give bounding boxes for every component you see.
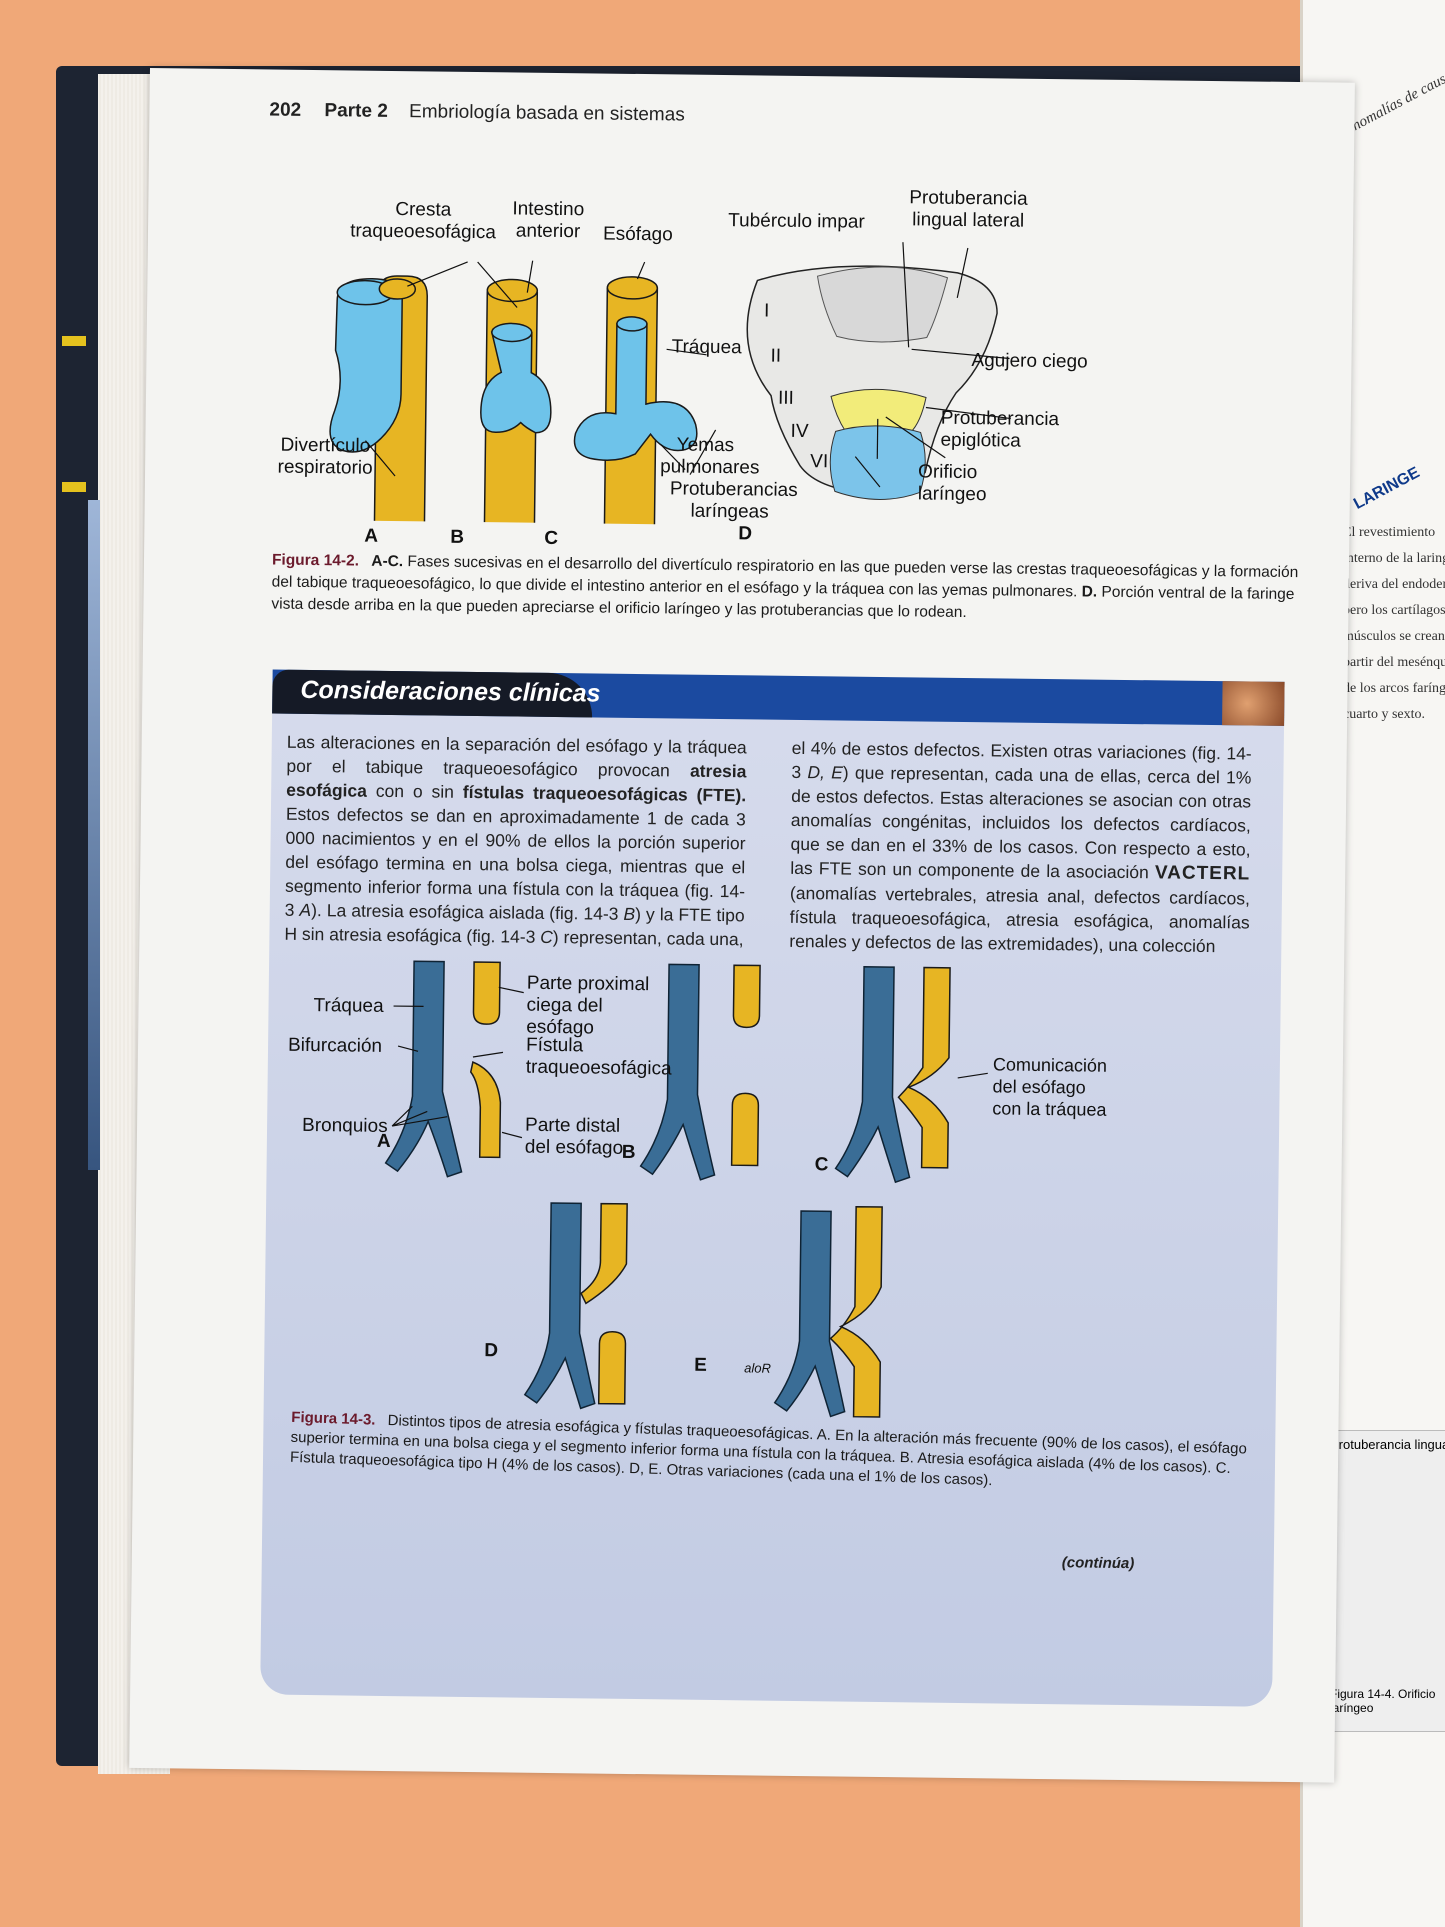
label-esofago: Esófago xyxy=(602,223,673,246)
page-number: 202 xyxy=(269,99,302,121)
facing-page-heading: LARINGE xyxy=(1350,464,1423,513)
artist-signature: aloR xyxy=(744,1360,772,1376)
label-fistula: Fístula traqueoesofágica xyxy=(525,1034,672,1080)
figure-14-2-drawing xyxy=(329,242,1011,533)
caption-label: Figura 14-2. xyxy=(271,551,360,570)
ref: D, E xyxy=(807,762,844,783)
label-cresta: Cresta traqueoesofágica xyxy=(350,199,497,244)
label-agujero: Agujero ciego xyxy=(971,350,1088,373)
panel-letter: A xyxy=(376,1130,391,1153)
ref: A xyxy=(299,899,312,921)
stage-b-drawing xyxy=(480,278,552,533)
variant-a-drawing xyxy=(384,960,502,1178)
text: (anomalías vertebrales, atresia anal, de… xyxy=(789,882,1251,957)
text: ). La atresia esofágica aislada (fig. 14… xyxy=(311,900,624,924)
label-prot-epiglotica: Protuberancia epiglótica xyxy=(940,407,1060,452)
embryo-photo xyxy=(1222,681,1285,726)
label-yemas: Yemas pulmonares xyxy=(660,434,760,479)
panel-letter: C xyxy=(814,1154,829,1176)
figure-14-2-caption: Figura 14-2. A-C. Fases sucesivas en el … xyxy=(271,550,1322,629)
continued-note: (continúa) xyxy=(1061,1554,1135,1573)
label-comunicacion: Comunicación del esófago con la tráquea xyxy=(992,1054,1108,1120)
label-traquea: Tráquea xyxy=(671,336,742,359)
label-orificio: Orificio laríngeo xyxy=(917,461,987,506)
label-tuberculo: Tubérculo impar xyxy=(728,210,865,233)
variant-d-drawing xyxy=(523,1202,628,1410)
part-label: Parte 2 xyxy=(324,100,388,122)
caption-label: Figura 14-3. xyxy=(291,1408,376,1429)
panel-letter: C xyxy=(544,527,559,550)
roman-numeral: III xyxy=(777,387,794,409)
panel-letter: E xyxy=(694,1354,708,1376)
roman-numeral: VI xyxy=(810,451,829,473)
ref: C xyxy=(540,926,554,947)
roman-numeral: I xyxy=(763,300,770,322)
label-prot-lingual: Protuberancia lingual lateral xyxy=(909,187,1028,232)
text: Las alteraciones en la separación del es… xyxy=(286,731,747,781)
cover-edge xyxy=(88,500,100,1170)
text: con o sin xyxy=(366,780,464,802)
clinical-title: Consideraciones clínicas xyxy=(300,675,601,708)
label-parte-proximal: Parte proximal ciega del esófago xyxy=(526,972,650,1039)
caption-part: D. xyxy=(1081,583,1098,601)
panel-letter: B xyxy=(621,1141,636,1164)
label-diverticulo: Divertículo respiratorio xyxy=(277,434,373,479)
stage-c-drawing xyxy=(573,276,698,533)
ref: B xyxy=(623,903,636,924)
term: VACTERL xyxy=(1154,862,1251,885)
label-bifurcacion: Bifurcación xyxy=(287,1034,383,1057)
book-page: 202 Parte 2 Embriología basada en sistem… xyxy=(129,68,1355,1783)
clinical-column-1: Las alteraciones en la separación del es… xyxy=(284,730,747,952)
panel-letter: D xyxy=(484,1340,499,1362)
panel-letter: B xyxy=(450,526,465,548)
label-bronquios: Bronquios xyxy=(301,1114,388,1137)
panel-letter: A xyxy=(364,525,379,547)
figure-14-2: Cresta traqueoesofágica Intestino anteri… xyxy=(150,68,1355,549)
cover-stripe xyxy=(62,482,86,492)
term: fístulas traqueoesofágicas (FTE). xyxy=(462,781,747,806)
label-prot-laringeas: Protuberancias laríngeas xyxy=(669,478,798,523)
variant-e-drawing xyxy=(773,1205,883,1418)
facing-page-snippet: anomalías de causa / en con mayor frec /… xyxy=(1341,0,1445,142)
facing-page-figure: Protuberancia lingual Figura 14-4. Orifi… xyxy=(1323,1430,1445,1732)
clinical-column-2: el 4% de estos defectos. Existen otras v… xyxy=(789,736,1252,959)
roman-numeral: IV xyxy=(790,420,809,443)
variant-b-drawing xyxy=(639,963,761,1181)
panel-letter: D xyxy=(738,523,753,545)
stage-d-drawing xyxy=(746,265,998,500)
section-title: Embriología basada en sistemas xyxy=(408,101,685,126)
caption-part: A-C. xyxy=(371,552,404,571)
label-intestino: Intestino anterior xyxy=(512,198,585,243)
facing-figure-label: Protuberancia lingual xyxy=(1330,1437,1445,1452)
cover-stripe xyxy=(62,336,86,346)
running-header: 202 Parte 2 Embriología basada en sistem… xyxy=(269,99,685,126)
facing-page-body: El revestimiento interno de la laringe d… xyxy=(1343,525,1445,722)
variant-c-drawing xyxy=(834,966,951,1184)
facing-figure-caption: Figura 14-4. Orificio laríngeo xyxy=(1330,1687,1436,1715)
label-traquea-14-3: Tráquea xyxy=(313,995,384,1017)
label-parte-distal: Parte distal del esófago xyxy=(524,1114,624,1159)
stage-a-drawing xyxy=(329,275,428,533)
text: ) representan, cada una, xyxy=(552,926,744,950)
figure-14-3-drawing xyxy=(384,960,988,1418)
roman-numeral: II xyxy=(770,345,782,367)
